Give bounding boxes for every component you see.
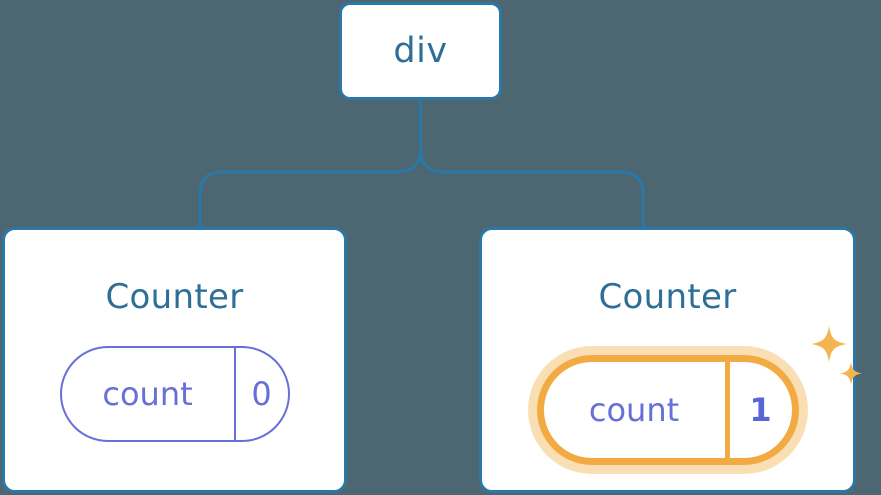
state-value-label: 0 [251,375,272,413]
connector-branch-right [419,146,645,230]
sparkles-group [810,326,862,385]
component-title: Counter [105,277,244,317]
sparkle-large-icon [810,326,847,362]
state-value-cell: 1 [730,362,792,458]
state-key-label: count [588,391,680,429]
state-pill-wrapper: count 1 [527,326,862,474]
state-key-cell: count [62,348,236,440]
state-pill-wrapper: count 0 [59,346,290,442]
component-title: Counter [598,277,737,317]
state-key-cell: count [544,362,730,458]
connector-branch-left [198,146,422,230]
tree-node-counter-left[interactable]: Counter count 0 [2,227,347,493]
state-value-cell: 0 [236,348,288,440]
root-node-label: div [393,30,448,71]
tree-node-root[interactable]: div [339,2,502,100]
state-key-label: count [102,375,193,413]
state-value-label: 1 [749,391,772,429]
state-pill-glow: count 1 [527,346,808,474]
state-pill-highlighted[interactable]: count 1 [536,355,799,465]
state-pill[interactable]: count 0 [59,346,290,442]
tree-node-counter-right[interactable]: Counter count 1 [479,227,862,493]
